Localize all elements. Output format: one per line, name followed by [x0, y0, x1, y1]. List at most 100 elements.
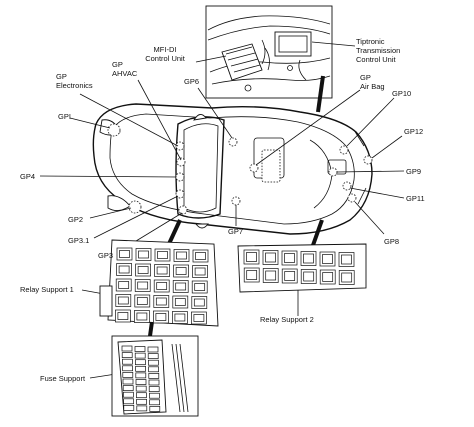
fuse-cell: [135, 385, 147, 392]
fuse-cell: [147, 346, 159, 353]
fuse-cell: [136, 398, 147, 405]
relay-cell-inner: [341, 254, 352, 265]
relay-cell-inner: [284, 271, 296, 281]
relay-cell-inner: [137, 266, 149, 274]
relay-support-1-connector: [99, 285, 113, 317]
fuse-cell: [135, 372, 147, 379]
ground-point-gp9: [328, 167, 338, 177]
fuse-cell: [122, 378, 134, 385]
fuse-cell: [123, 398, 134, 405]
ground-point-gp11: [342, 181, 352, 191]
fuse-cell: [135, 379, 147, 385]
label-gp9: GP9: [406, 167, 421, 176]
relay-cell-inner: [136, 312, 148, 321]
label-gp7: GP7: [228, 227, 243, 236]
ground-point-gp-airbag: [249, 163, 259, 173]
fuse-cell: [147, 353, 159, 359]
fuse-cell: [149, 399, 160, 406]
relay-cell-inner: [118, 265, 130, 274]
fuse-cell: [122, 358, 133, 365]
fuse-cell: [136, 392, 147, 399]
relay-cell-inner: [195, 252, 206, 260]
relay-cell-inner: [155, 313, 167, 321]
label-gp6: GP6: [184, 77, 199, 86]
ground-point-gp4: [175, 172, 185, 182]
label-fuse-support: Fuse Support: [40, 374, 86, 383]
fuse-cell: [122, 365, 133, 372]
fuse-cell: [135, 365, 146, 372]
fuse-cell: [134, 352, 146, 359]
relay-cell-inner: [175, 282, 187, 291]
ground-point-gp2: [128, 200, 142, 214]
ground-point-gp7: [231, 196, 241, 206]
relay-cell-inner: [117, 296, 129, 305]
relay-cell-inner: [193, 298, 205, 307]
label-gp12: GP12: [404, 127, 423, 136]
relay-cell-inner: [194, 283, 206, 291]
label-relay-support-2: Relay Support 2: [260, 315, 314, 324]
relay-cell-inner: [303, 271, 315, 282]
ground-point-gp10: [339, 145, 349, 155]
relay-cell-inner: [194, 267, 206, 276]
ground-point-gp6: [228, 137, 238, 147]
leader-lines: [39, 79, 405, 379]
ground-point-gp-ahvac: [176, 157, 186, 167]
tiptronic-control-unit: [274, 31, 312, 57]
relay-cell-inner: [136, 297, 148, 305]
fuse-cell: [136, 405, 148, 412]
ground-points: [107, 123, 373, 215]
fuse-cell: [148, 366, 159, 373]
relay-cell-inner: [174, 298, 186, 306]
fuse-cell: [148, 386, 160, 392]
fuse-cell: [149, 392, 160, 399]
ground-point-gp-electronics: [175, 141, 185, 151]
relay-cell-inner: [157, 251, 168, 259]
label-gp4: GP4: [20, 172, 35, 181]
relay-cell-inner: [265, 252, 276, 263]
relay-cell-inner: [156, 266, 168, 275]
relay-cell-inner: [174, 313, 186, 322]
relay-cell-inner: [175, 267, 187, 275]
relay-cell-inner: [246, 252, 257, 262]
fuse-cell: [122, 385, 134, 391]
fuse-cell: [123, 405, 135, 411]
relay-cell-inner: [156, 282, 168, 290]
relay-cell-inner: [284, 253, 295, 263]
relay-cell-inner: [303, 253, 314, 264]
ground-point-gpi: [107, 123, 121, 137]
fuse-cell: [148, 373, 160, 379]
label-gp8: GP8: [384, 237, 399, 246]
fuse-cell: [148, 359, 159, 366]
relay-cell-inner: [137, 281, 149, 290]
fuse-cell: [122, 372, 134, 378]
fuse-cell: [135, 359, 146, 366]
relay-cell-inner: [118, 281, 130, 289]
ground-point-gp12: [363, 155, 373, 165]
relay-cell-inner: [117, 312, 129, 320]
relay-cell-inner: [176, 251, 187, 260]
relay-cell-inner: [155, 297, 167, 306]
label-relay-support-1: Relay Support 1: [20, 285, 74, 294]
relay-cell-inner: [322, 272, 334, 282]
ground-point-gp8: [347, 193, 357, 203]
relay-cell-inner: [322, 254, 333, 264]
relay-cell-inner: [193, 314, 205, 322]
relay-support-1: [99, 239, 219, 327]
relay-support-2: [237, 243, 367, 293]
mfi-di-control-unit: [221, 43, 263, 81]
label-gp2: GP2: [68, 215, 83, 224]
ground-point-gp3: [178, 205, 188, 215]
fuse-cell: [121, 345, 133, 352]
label-gp11: GP11: [406, 194, 425, 203]
label-gp3: GP3: [98, 251, 113, 260]
label-gp10: GP10: [392, 89, 411, 98]
fuse-support: [111, 335, 199, 417]
